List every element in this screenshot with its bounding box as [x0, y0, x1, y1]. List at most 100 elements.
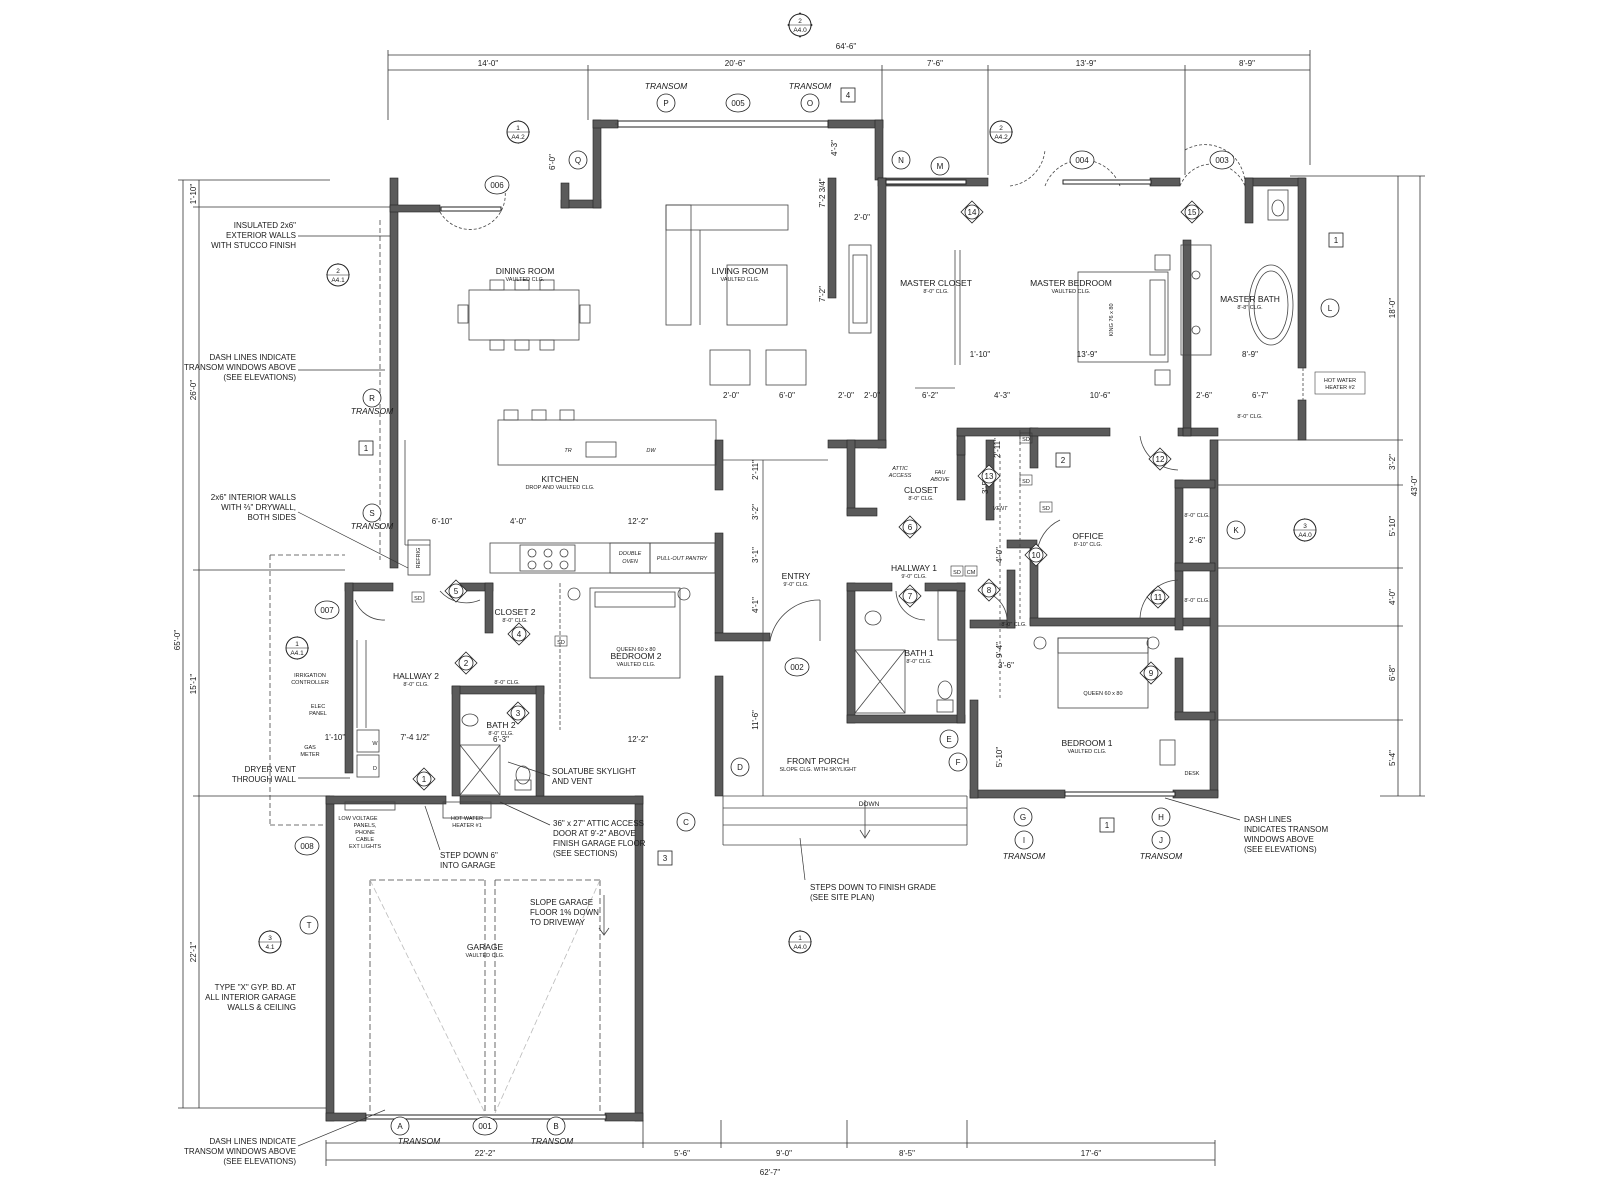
svg-text:PULL-OUT PANTRY: PULL-OUT PANTRY: [657, 556, 708, 562]
svg-text:INTO GARAGE: INTO GARAGE: [440, 861, 495, 870]
window-tag-f: F: [948, 752, 968, 772]
window-tag-r: R: [362, 388, 382, 408]
svg-text:GAS: GAS: [304, 745, 316, 751]
svg-text:002: 002: [790, 663, 804, 672]
svg-text:6'-3": 6'-3": [493, 735, 509, 744]
exterior-walls: [325, 119, 1307, 1122]
svg-text:ELEC: ELEC: [311, 704, 325, 710]
entry-label: ENTRY: [782, 571, 811, 581]
svg-text:R: R: [369, 394, 375, 403]
svg-text:METER: METER: [300, 752, 319, 758]
svg-text:13: 13: [985, 472, 994, 481]
svg-text:(SEE SECTIONS): (SEE SECTIONS): [553, 849, 618, 858]
svg-text:DW: DW: [646, 448, 656, 454]
svg-text:F: F: [956, 758, 961, 767]
svg-text:8'-0" CLG.: 8'-0" CLG.: [488, 731, 514, 737]
door-tag-2: 2: [454, 651, 478, 675]
svg-text:VENT: VENT: [993, 506, 1008, 512]
svg-text:(SEE SITE PLAN): (SEE SITE PLAN): [810, 893, 875, 902]
svg-text:ABOVE: ABOVE: [930, 477, 950, 483]
svg-text:4'-0": 4'-0": [995, 547, 1004, 563]
svg-text:8'-0" CLG.: 8'-0" CLG.: [502, 618, 528, 624]
window-tag-h: H: [1151, 807, 1171, 827]
svg-text:TRANSOM: TRANSOM: [645, 81, 688, 91]
svg-text:2'-0": 2'-0": [854, 213, 870, 222]
svg-text:9'-0" CLG.: 9'-0" CLG.: [783, 582, 809, 588]
svg-text:3'-5": 3'-5": [981, 478, 990, 494]
svg-text:8'-0" CLG.: 8'-0" CLG.: [1237, 414, 1263, 420]
svg-text:Q: Q: [575, 156, 581, 165]
office-label: OFFICE: [1072, 531, 1103, 541]
svg-text:8: 8: [987, 586, 992, 595]
svg-text:5: 5: [454, 587, 459, 596]
svg-text:K: K: [1233, 526, 1239, 535]
door-tag-3: 3: [506, 701, 530, 725]
svg-text:CONTROLLER: CONTROLLER: [291, 680, 329, 686]
svg-text:004: 004: [1075, 156, 1089, 165]
svg-text:M: M: [937, 162, 944, 171]
garage-label: GARAGE: [467, 942, 504, 952]
svg-text:1: 1: [1105, 821, 1110, 830]
svg-text:8'-9": 8'-9": [1242, 350, 1258, 359]
svg-text:ALL INTERIOR GARAGE: ALL INTERIOR GARAGE: [205, 993, 296, 1002]
svg-text:REFRIG: REFRIG: [416, 548, 422, 569]
note-dryer-vent: DRYER VENT: [245, 765, 297, 774]
note-dash-right: DASH LINES: [1244, 815, 1292, 824]
svg-text:DOWN: DOWN: [859, 801, 880, 808]
svg-text:3: 3: [516, 709, 521, 718]
window-tag-j: J: [1151, 830, 1171, 850]
svg-text:S: S: [369, 509, 374, 518]
svg-text:TRANSOM: TRANSOM: [351, 406, 394, 416]
front-porch-label: FRONT PORCH: [787, 756, 849, 766]
svg-text:2'-6": 2'-6": [1196, 391, 1212, 400]
section-marker-a42-right: 2 A4.2: [989, 120, 1013, 144]
svg-text:2'-11": 2'-11": [751, 460, 760, 480]
dimension-lines: [178, 50, 1425, 1166]
svg-text:8'-0" CLG.: 8'-0" CLG.: [906, 659, 932, 665]
closet2-label: CLOSET 2: [495, 607, 536, 617]
door-tag-4: 4: [507, 622, 531, 646]
transom-labels: TRANSOM TRANSOM TRANSOM TRANSOM TRANSOM …: [351, 81, 1183, 1146]
keynote-1: 1: [358, 440, 374, 456]
svg-text:FLOOR 1% DOWN: FLOOR 1% DOWN: [530, 908, 599, 917]
svg-text:3: 3: [1303, 523, 1307, 530]
svg-text:SD: SD: [953, 570, 961, 576]
svg-text:(SEE ELEVATIONS): (SEE ELEVATIONS): [223, 1157, 296, 1166]
door-tag-8: 8: [977, 578, 1001, 602]
door-number-001: 001: [472, 1116, 498, 1136]
svg-text:4.1: 4.1: [265, 944, 274, 951]
svg-text:11: 11: [1154, 593, 1163, 602]
svg-text:BOTH SIDES: BOTH SIDES: [248, 513, 296, 522]
svg-text:1: 1: [798, 935, 802, 942]
svg-text:6'-2": 6'-2": [922, 391, 938, 400]
svg-text:6'-7": 6'-7": [1252, 391, 1268, 400]
svg-text:2'-6": 2'-6": [1189, 536, 1205, 545]
note-step-down: STEP DOWN 6": [440, 851, 498, 860]
door-tag-7: 7: [898, 584, 922, 608]
svg-text:HEATER #2: HEATER #2: [1325, 385, 1355, 391]
svg-text:SLOPE CLG. WITH SKYLIGHT: SLOPE CLG. WITH SKYLIGHT: [779, 767, 857, 773]
svg-text:TRANSOM: TRANSOM: [789, 81, 832, 91]
svg-text:SD: SD: [1022, 479, 1030, 485]
svg-text:OVEN: OVEN: [622, 559, 638, 565]
svg-text:9'-4": 9'-4": [995, 642, 1004, 658]
svg-text:1: 1: [364, 444, 369, 453]
interior-dimensions: 6'-0" 4'-3" 7'-2 3/4" 2'-0" 7'-2" 1'-10"…: [325, 140, 1268, 767]
door-tag-9: 9: [1139, 661, 1163, 685]
svg-text:2: 2: [798, 18, 802, 25]
dim-overall-bottom: 62'-7": [760, 1168, 781, 1177]
closet-label: CLOSET: [904, 485, 938, 495]
svg-text:2'-11": 2'-11": [993, 438, 1002, 458]
dining-room-label: DINING ROOM: [496, 266, 555, 276]
section-marker-41: 3 4.1: [258, 930, 282, 954]
dim-bottom-5: 17'-6": [1081, 1149, 1102, 1158]
svg-text:9'-0" CLG.: 9'-0" CLG.: [901, 574, 927, 580]
svg-text:15: 15: [1188, 208, 1197, 217]
svg-text:TR: TR: [564, 448, 571, 454]
svg-text:B: B: [553, 1122, 558, 1131]
svg-text:SD: SD: [557, 640, 565, 646]
svg-text:FINISH GARAGE FLOOR: FINISH GARAGE FLOOR: [553, 839, 646, 848]
door-tag-12: 12: [1148, 447, 1172, 471]
dim-right-5: 6'-8": [1388, 665, 1397, 681]
